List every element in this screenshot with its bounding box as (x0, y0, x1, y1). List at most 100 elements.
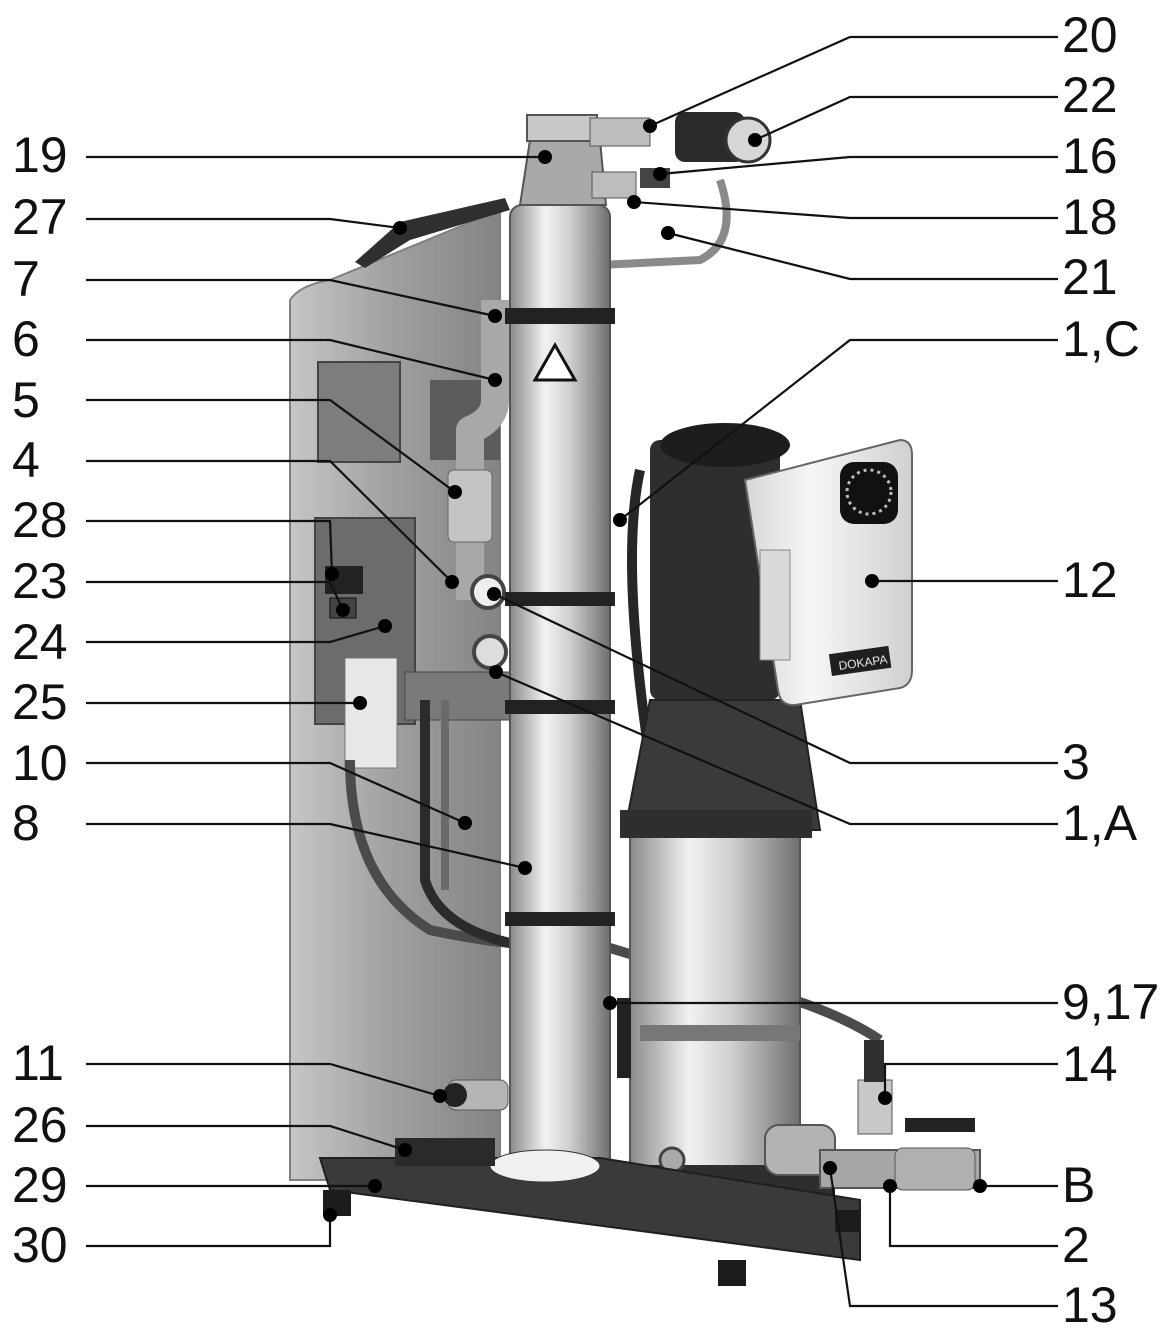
callout-5: 5 (12, 372, 40, 428)
callout-8: 8 (12, 795, 40, 851)
label-dot-29 (368, 1179, 382, 1193)
leader-line-14 (883, 1062, 1058, 1098)
callout-4: 4 (12, 432, 40, 488)
label-dot-1a (489, 665, 503, 679)
controller-display-ring (845, 468, 893, 516)
label-dot-28 (325, 567, 339, 581)
controller-sticker (828, 645, 892, 677)
label-dot-2 (883, 1179, 897, 1193)
callout-10: 10 (12, 735, 68, 791)
callout-19: 19 (12, 127, 68, 183)
leader-line-20 (649, 35, 1058, 128)
leader-line-6 (86, 338, 496, 382)
leader-line-3 (493, 593, 1058, 765)
callout-22: 22 (1062, 67, 1118, 123)
callout-9-17: 9,17 (1062, 974, 1160, 1030)
callout-29: 29 (12, 1157, 68, 1213)
label-dot-1c (613, 513, 627, 527)
base-hole (489, 1149, 601, 1183)
leader-line-11 (86, 1062, 441, 1098)
hose-mid (420, 700, 521, 950)
label-dot-7 (488, 309, 502, 323)
callout-18: 18 (1062, 189, 1118, 245)
label-dot-6 (488, 373, 502, 387)
label-dot-12 (865, 574, 879, 588)
callout-28: 28 (12, 492, 68, 548)
filter-5 (447, 469, 493, 543)
label-dot-3 (487, 587, 501, 601)
label-dot-19 (538, 150, 552, 164)
callout-7: 7 (12, 251, 40, 307)
label-dot-22 (748, 133, 762, 147)
ball-valve-body (894, 1147, 976, 1191)
head-cap (526, 114, 598, 142)
fitting-20 (589, 117, 651, 147)
callout-1c: 1,C (1062, 311, 1140, 367)
leader-line-13 (828, 1167, 1058, 1308)
label-dot-10 (458, 816, 472, 830)
leader-line-16 (659, 155, 1058, 176)
controller-sticker-text: DOKAPA (838, 652, 889, 673)
sensor-14 (857, 1079, 893, 1135)
label-dot-26 (398, 1143, 412, 1157)
pump-tag (617, 998, 631, 1078)
callout-27: 27 (12, 189, 68, 245)
column-band-1 (505, 308, 615, 324)
column-band-3 (505, 700, 615, 714)
callout-13: 13 (1062, 1277, 1118, 1333)
valve-11-knob (443, 1083, 467, 1107)
label-dot-11 (433, 1089, 447, 1103)
callout-b: B (1062, 1157, 1096, 1213)
label-dot-8 (518, 861, 532, 875)
ball-valve-handle (905, 1118, 975, 1132)
label-dot-18 (627, 195, 641, 209)
callout-30: 30 (12, 1217, 68, 1273)
label-dot-5 (448, 485, 462, 499)
label-dot-30 (323, 1208, 337, 1222)
label-dot-16 (653, 167, 667, 181)
sensor-14-cable (864, 1040, 884, 1082)
panel-handle (355, 198, 510, 268)
valve-1a (472, 634, 508, 670)
pump-clamp (640, 1025, 800, 1041)
callout-23: 23 (12, 553, 68, 609)
pump-fan (660, 423, 790, 467)
leader-lines (86, 35, 1058, 1308)
controller-glands (759, 549, 791, 661)
leader-line-28 (86, 519, 334, 575)
leader-line-8 (86, 822, 526, 870)
callout-21: 21 (1062, 249, 1118, 305)
column-band-4 (505, 912, 615, 926)
leader-line-4 (86, 459, 453, 583)
warning-triangle (532, 341, 578, 382)
callout-25: 25 (12, 674, 68, 730)
leader-line-30 (86, 1215, 332, 1248)
label-dot-14 (878, 1091, 892, 1105)
label-dot-21 (661, 226, 675, 240)
callout-24: 24 (12, 614, 68, 670)
label-dot-20 (643, 119, 657, 133)
leader-line-2 (888, 1186, 1058, 1248)
leader-line-22 (754, 95, 1058, 142)
leader-line-7 (86, 278, 496, 318)
label-dot-13 (823, 1161, 837, 1175)
label-dot-9-17 (603, 996, 617, 1010)
label-dot-24 (378, 619, 392, 633)
leader-line-23 (86, 580, 344, 611)
label-dot-27 (393, 221, 407, 235)
leader-line-5 (86, 398, 456, 493)
callout-11: 11 (12, 1035, 64, 1091)
sticker-25 (344, 657, 398, 769)
leader-line-1c (619, 338, 1058, 521)
leader-line-26 (86, 1124, 406, 1152)
leader-line-27 (86, 217, 401, 230)
pump-flange (620, 810, 812, 838)
foot-right2 (835, 1210, 859, 1232)
label-dot-25 (353, 696, 367, 710)
leader-line-10 (86, 761, 466, 825)
leader-line-24 (86, 624, 386, 644)
upper-device (317, 361, 401, 463)
callout-20: 20 (1062, 7, 1118, 63)
leader-line-1a (495, 670, 1058, 826)
